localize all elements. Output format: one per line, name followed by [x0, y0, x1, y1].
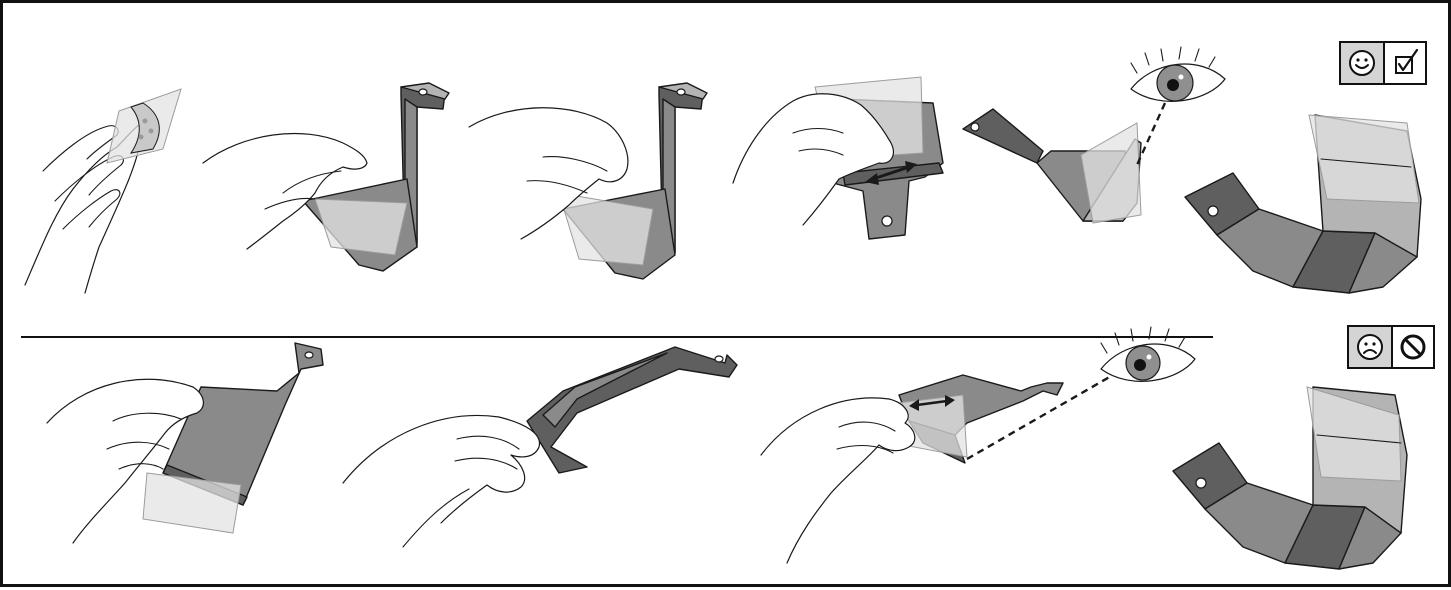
prohibited-icon	[1391, 327, 1433, 367]
step-bad-result-bracket	[1173, 387, 1407, 569]
step-finished-bracket	[1185, 115, 1421, 293]
step-slide-film-flat	[733, 77, 943, 239]
step-slide-film-inspect	[761, 327, 1195, 563]
step-peel-backing	[25, 89, 181, 293]
step-apply-film	[203, 83, 449, 271]
correct-method-badge	[1339, 41, 1427, 85]
eye-icon	[1131, 47, 1225, 101]
step-press-film	[469, 83, 707, 279]
step-apply-film-underside	[47, 343, 323, 543]
smiley-happy-icon	[1341, 43, 1383, 83]
wrong-method-badge	[1347, 325, 1435, 369]
checkmark-box-icon	[1383, 43, 1425, 83]
eye-icon	[1101, 327, 1195, 381]
smiley-sad-icon	[1349, 327, 1391, 367]
diagram-canvas: .ol { stroke: #1a1a1a; stroke-width: 1.4…	[3, 3, 1451, 590]
step-bend-bracket	[343, 347, 737, 547]
